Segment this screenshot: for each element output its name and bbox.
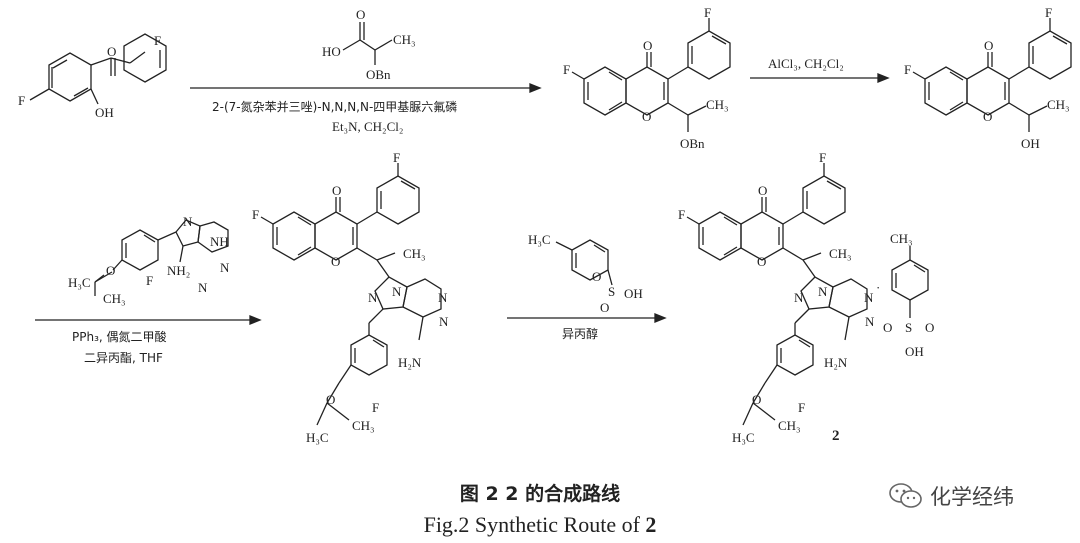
atom-o: O [984,38,993,53]
step1-conditions-line2: Et₃N, CH₂Cl₂ [332,119,403,134]
atom-o: O [326,392,335,407]
atom-f: F [393,150,400,165]
wechat-icon [889,483,922,508]
atom-ch3: CH₃ [103,291,126,306]
atom-h3c: H₃C [528,232,551,247]
atom-h2n: H₂N [824,355,848,370]
atom-n: N [368,290,378,305]
bond-lines [29,18,1072,426]
atom-n: N [183,214,193,229]
atom-oh: OH [1021,136,1040,151]
atom-oh: OH [624,286,643,301]
watermark: 化学经纬 [888,481,1014,511]
watermark-text: 化学经纬 [930,485,1014,509]
caption-en-compound: 2 [645,512,657,537]
atom-f: F [146,273,153,288]
atom-n: N [220,260,230,275]
step1-reagent-label: OBn [366,67,391,82]
atom-o: O [107,44,116,59]
atom-n: N [438,290,448,305]
atom-h2n: H₂N [398,355,422,370]
step4-conditions: 异丙醇 [562,326,598,341]
atom-f: F [819,150,826,165]
figure-caption-cn: 图 2 2 的合成路线 [459,483,621,505]
atom-o: O [332,183,341,198]
step1-conditions-line1: 2-(7-氮杂苯并三唑)-N,N,N,N-四甲基脲六氟磷 [212,99,457,114]
atom-s: S [905,320,912,335]
atom-o: O [883,320,892,335]
atom-n: N [392,284,402,299]
atom-o: O [600,300,609,315]
atom-ch3: CH₃ [393,32,416,47]
atom-obn: OBn [680,136,705,151]
atom-o: O [642,109,651,124]
atom-o: O [925,320,934,335]
atom-ch3: CH₃ [1047,97,1070,112]
atom-h3c: H₃C [68,275,91,290]
atom-ho: HO [322,44,341,59]
atom-f: F [18,93,25,108]
atom-f: F [563,62,570,77]
atom-n: N [818,284,828,299]
atom-ch3: CH₃ [778,418,801,433]
step2-conditions: AlCl₃, CH₂Cl₂ [768,56,844,71]
atom-ch3: CH₃ [890,231,913,246]
step3-conditions-line1: PPh₃, 偶氮二甲酸 [72,329,167,344]
atom-n: N [794,290,804,305]
atom-f: F [904,62,911,77]
atom-o: O [643,38,652,53]
atom-h3c: H₃C [306,430,329,445]
atom-o: O [757,254,766,269]
atom-o: O [983,109,992,124]
atom-s: S [608,284,615,299]
salt-dot: · [876,280,880,295]
atom-ch3: CH₃ [352,418,375,433]
caption-en-prefix: Fig.2 Synthetic Route of [423,512,646,537]
atom-o: O [106,263,115,278]
atom-ch3: CH₃ [706,97,729,112]
atom-oh: OH [95,105,114,120]
atom-o: O [758,183,767,198]
atom-n: N [865,314,875,329]
compound-number: 2 [832,428,840,444]
atom-n: N [864,290,874,305]
atom-o: O [331,254,340,269]
figure-caption-en: Fig.2 Synthetic Route of 2 [0,512,1080,538]
atom-f: F [678,207,685,222]
atom-f: F [1045,5,1052,20]
atom-f: F [372,400,379,415]
atom-f: F [154,33,161,48]
atom-o: O [356,7,365,22]
atom-n: N [439,314,449,329]
atom-n: N [198,280,208,295]
atom-ch3: CH₃ [403,246,426,261]
atom-f: F [252,207,259,222]
atom-o: O [592,269,601,284]
atom-f: F [704,5,711,20]
atom-nh2: NH₂ [167,263,190,278]
atom-o: O [752,392,761,407]
atom-nh: NH [210,234,229,249]
atom-f: F [798,400,805,415]
step3-conditions-line2: 二异丙酯, THF [84,351,163,365]
atom-oh: OH [905,344,924,359]
atom-ch3: CH₃ [829,246,852,261]
atom-h3c: H₃C [732,430,755,445]
